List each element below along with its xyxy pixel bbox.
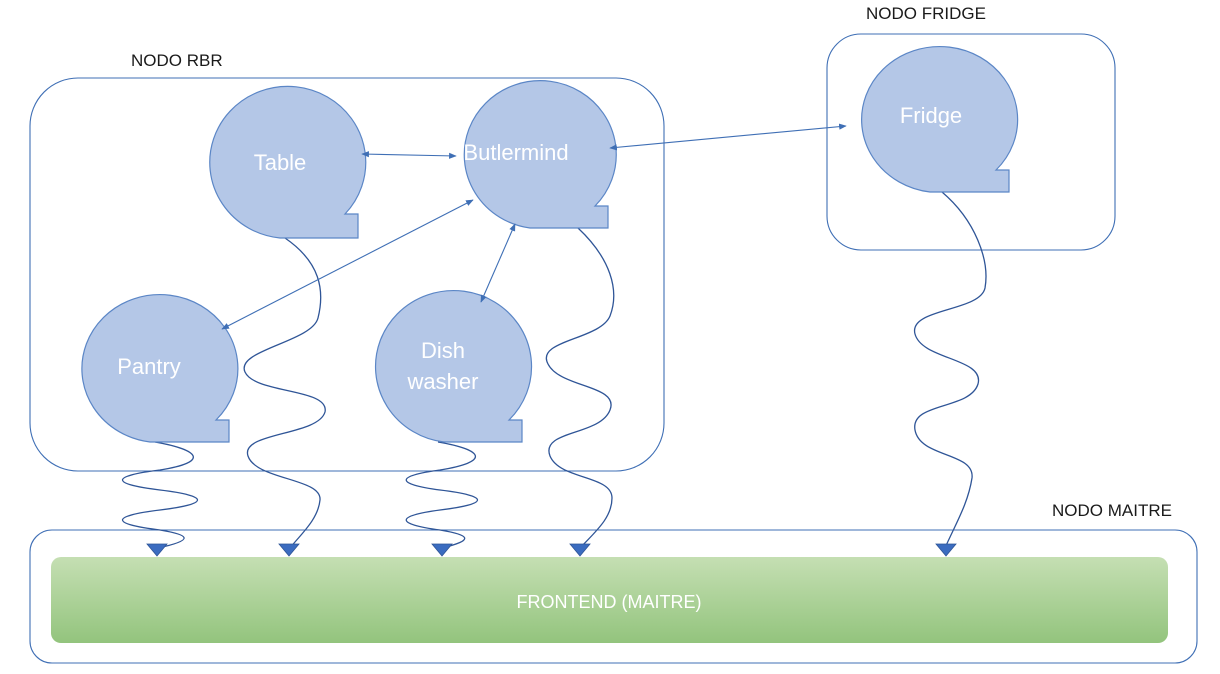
wave-pantry-to-frontend xyxy=(122,441,198,549)
butlermind-label: Butlermind xyxy=(463,140,568,165)
dishwasher-label-line2: washer xyxy=(407,369,479,394)
table-label: Table xyxy=(254,150,307,175)
arrowhead-dishwasher xyxy=(431,543,453,557)
link-butlermind-fridge xyxy=(609,123,847,151)
wave-fridge-to-frontend xyxy=(914,191,987,549)
nodo-fridge-label: NODO FRIDGE xyxy=(866,4,986,23)
link-table-butlermind xyxy=(361,151,457,159)
link-butlermind-dishwasher xyxy=(480,223,516,303)
dishwasher-bubble xyxy=(374,289,533,443)
nodo-rbr-label: NODO RBR xyxy=(131,51,223,70)
butlermind-bubble xyxy=(463,80,617,229)
pantry-label: Pantry xyxy=(117,354,181,379)
link-butlermind-pantry xyxy=(221,199,474,330)
wave-butlermind-to-frontend xyxy=(545,227,615,549)
frontend-label: FRONTEND (MAITRE) xyxy=(517,592,702,612)
pantry-bubble xyxy=(81,294,239,443)
nodo-maitre-box xyxy=(29,529,1198,664)
frontend-bar xyxy=(51,557,1168,643)
arrowhead-pantry xyxy=(146,543,168,557)
nodo-maitre-label: NODO MAITRE xyxy=(1052,501,1172,520)
wave-dishwasher-to-frontend xyxy=(405,441,478,549)
wave-table-to-frontend xyxy=(243,237,326,549)
arrowhead-table xyxy=(278,543,300,557)
nodo-rbr-box xyxy=(29,77,665,472)
arrowhead-butlermind xyxy=(569,543,591,557)
fridge-label: Fridge xyxy=(900,103,962,128)
fridge-bubble xyxy=(861,45,1019,193)
dishwasher-label-line1: Dish xyxy=(421,338,465,363)
arrowhead-fridge xyxy=(935,543,957,557)
